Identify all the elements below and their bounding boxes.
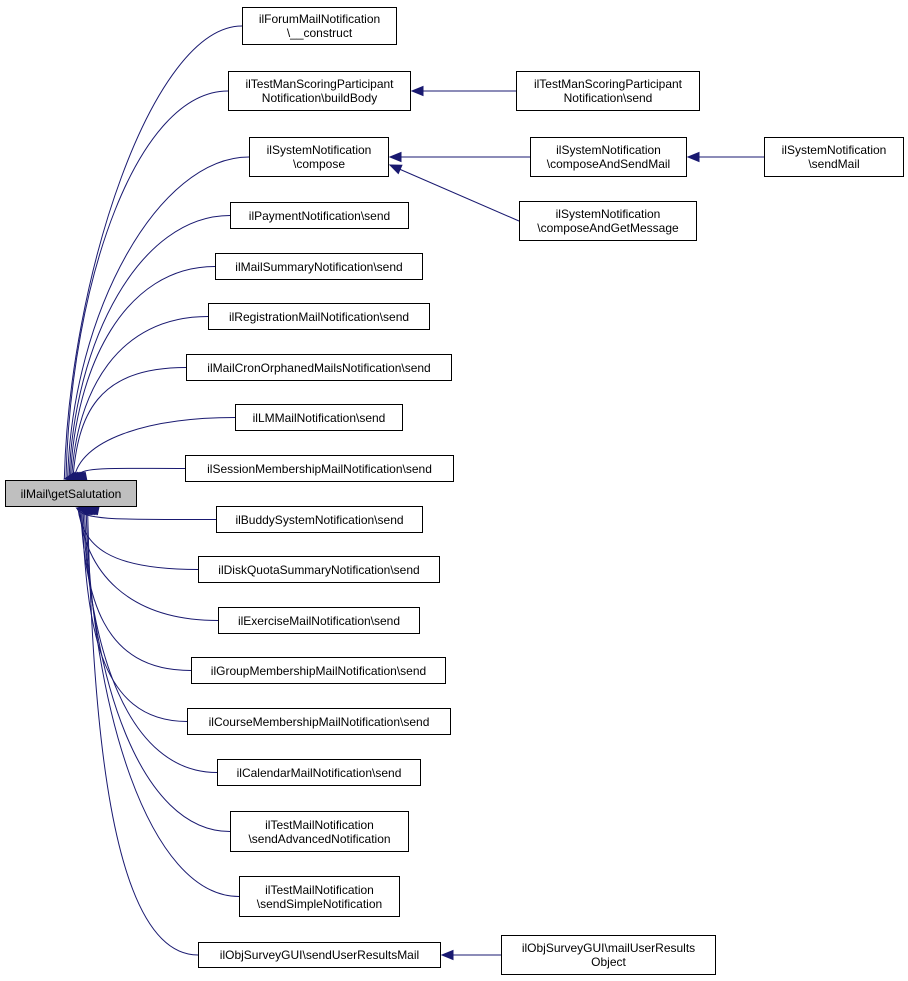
node-root-get-salutation: ilMail\getSalutation [5, 480, 137, 507]
node-label: ilTestMailNotification [265, 817, 374, 832]
node-label: ilMail\getSalutation [20, 486, 122, 501]
edge-cron-to-root [72, 367, 187, 480]
node-forum-mail-notification-construct[interactable]: ilForumMailNotification \__construct [242, 7, 397, 45]
node-system-notification-compose-and-send-mail[interactable]: ilSystemNotification \composeAndSendMail [530, 137, 687, 177]
edge-summary-to-root [69, 266, 216, 480]
node-obj-survey-gui-send-user-results-mail[interactable]: ilObjSurveyGUI\sendUserResultsMail [198, 942, 441, 968]
arrowhead-sys_cag-to-sys_comp [388, 164, 403, 175]
node-label: \composeAndSendMail [546, 157, 671, 171]
edge-regist-to-root [71, 316, 209, 480]
node-group-membership-mail-notification-send[interactable]: ilGroupMembershipMailNotification\send [191, 657, 446, 684]
node-label: \sendAdvancedNotification [248, 831, 391, 846]
node-testman-scoring-send[interactable]: ilTestManScoringParticipant Notification… [516, 71, 700, 111]
node-payment-notification-send[interactable]: ilPaymentNotification\send [230, 202, 409, 229]
node-label: ilTestManScoringParticipant [245, 77, 394, 91]
node-label: ilSystemNotification [781, 143, 887, 157]
edge-lm-to-root [73, 417, 236, 480]
node-mail-summary-notification-send[interactable]: ilMailSummaryNotification\send [215, 253, 423, 280]
node-test-mail-notification-send-advanced[interactable]: ilTestMailNotification \sendAdvancedNoti… [230, 811, 409, 852]
node-system-notification-send-mail[interactable]: ilSystemNotification \sendMail [764, 137, 904, 177]
edge-forum-to-root [63, 25, 243, 480]
node-label: ilObjSurveyGUI\sendUserResultsMail [219, 948, 420, 962]
node-label: \compose [292, 157, 346, 171]
node-lm-mail-notification-send[interactable]: ilLMMailNotification\send [235, 404, 403, 431]
node-label: ilMailCronOrphanedMailsNotification\send [207, 360, 431, 375]
node-testman-scoring-build-body[interactable]: ilTestManScoringParticipant Notification… [228, 71, 411, 111]
node-label: Object [591, 955, 626, 969]
node-label: ilSystemNotification [556, 143, 661, 157]
node-label: Notification\buildBody [261, 91, 378, 105]
edge-course-to-root [81, 507, 188, 722]
node-label: ilExerciseMailNotification\send [237, 613, 401, 628]
edge-survey-to-root [87, 507, 199, 956]
node-obj-survey-gui-mail-user-results-object[interactable]: ilObjSurveyGUI\mailUserResults Object [501, 935, 716, 975]
node-label: ilSystemNotification [266, 143, 372, 157]
node-label: \sendMail [808, 157, 860, 171]
node-label: ilTestManScoringParticipant [533, 77, 683, 91]
edge-sys_cag-to-sys_comp [389, 164, 520, 222]
edge-calendar-to-root [82, 507, 218, 773]
arrowhead-sys_cas-to-sys_comp [388, 151, 402, 163]
node-label: Notification\send [563, 91, 653, 105]
node-label: ilGroupMembershipMailNotification\send [210, 663, 427, 678]
node-label: \sendSimpleNotification [256, 896, 383, 911]
node-label: ilTestMailNotification [265, 882, 374, 897]
node-label: ilCourseMembershipMailNotification\send [208, 714, 430, 729]
edge-sys_comp-to-root [67, 156, 250, 480]
edge-tms_body-to-root [65, 90, 229, 480]
node-exercise-mail-notification-send[interactable]: ilExerciseMailNotification\send [218, 607, 420, 634]
node-mail-cron-orphaned-mails-notification-send[interactable]: ilMailCronOrphanedMailsNotification\send [186, 354, 452, 381]
node-calendar-mail-notification-send[interactable]: ilCalendarMailNotification\send [217, 759, 421, 786]
node-label: ilPaymentNotification\send [248, 208, 391, 223]
node-label: ilBuddySystemNotification\send [235, 512, 404, 527]
node-system-notification-compose[interactable]: ilSystemNotification \compose [249, 137, 389, 177]
node-disk-quota-summary-notification-send[interactable]: ilDiskQuotaSummaryNotification\send [198, 556, 440, 583]
edge-test_adv-to-root [83, 507, 231, 832]
node-label: ilSystemNotification [555, 207, 661, 221]
node-label: ilSessionMembershipMailNotification\send [207, 461, 432, 476]
arrowhead-survey_o-to-survey [440, 949, 454, 961]
edge-payment-to-root [68, 215, 231, 480]
node-system-notification-compose-and-get-message[interactable]: ilSystemNotification \composeAndGetMessa… [519, 201, 697, 241]
node-label: ilForumMailNotification [258, 12, 381, 26]
node-label: \__construct [286, 26, 353, 40]
edge-test_sim-to-root [85, 507, 240, 897]
node-label: ilCalendarMailNotification\send [236, 765, 402, 780]
node-label: \composeAndGetMessage [537, 221, 679, 235]
edge-buddy-to-root [76, 507, 217, 521]
node-course-membership-mail-notification-send[interactable]: ilCourseMembershipMailNotification\send [187, 708, 451, 735]
node-label: ilLMMailNotification\send [252, 410, 386, 425]
node-label: ilMailSummaryNotification\send [235, 259, 403, 274]
edge-group-to-root [79, 507, 192, 671]
arrowhead-sys_send-to-sys_cas [686, 151, 700, 163]
edge-session-to-root [74, 467, 186, 480]
node-buddy-system-notification-send[interactable]: ilBuddySystemNotification\send [216, 506, 423, 533]
node-registration-mail-notification-send[interactable]: ilRegistrationMailNotification\send [208, 303, 430, 330]
node-label: ilDiskQuotaSummaryNotification\send [218, 562, 420, 577]
node-label: ilObjSurveyGUI\mailUserResults [521, 941, 696, 955]
node-session-membership-mail-notification-send[interactable]: ilSessionMembershipMailNotification\send [185, 455, 454, 482]
node-label: ilRegistrationMailNotification\send [228, 309, 410, 324]
node-test-mail-notification-send-simple[interactable]: ilTestMailNotification \sendSimpleNotifi… [239, 876, 400, 917]
arrowhead-tms_send-to-tms_body [410, 85, 424, 97]
